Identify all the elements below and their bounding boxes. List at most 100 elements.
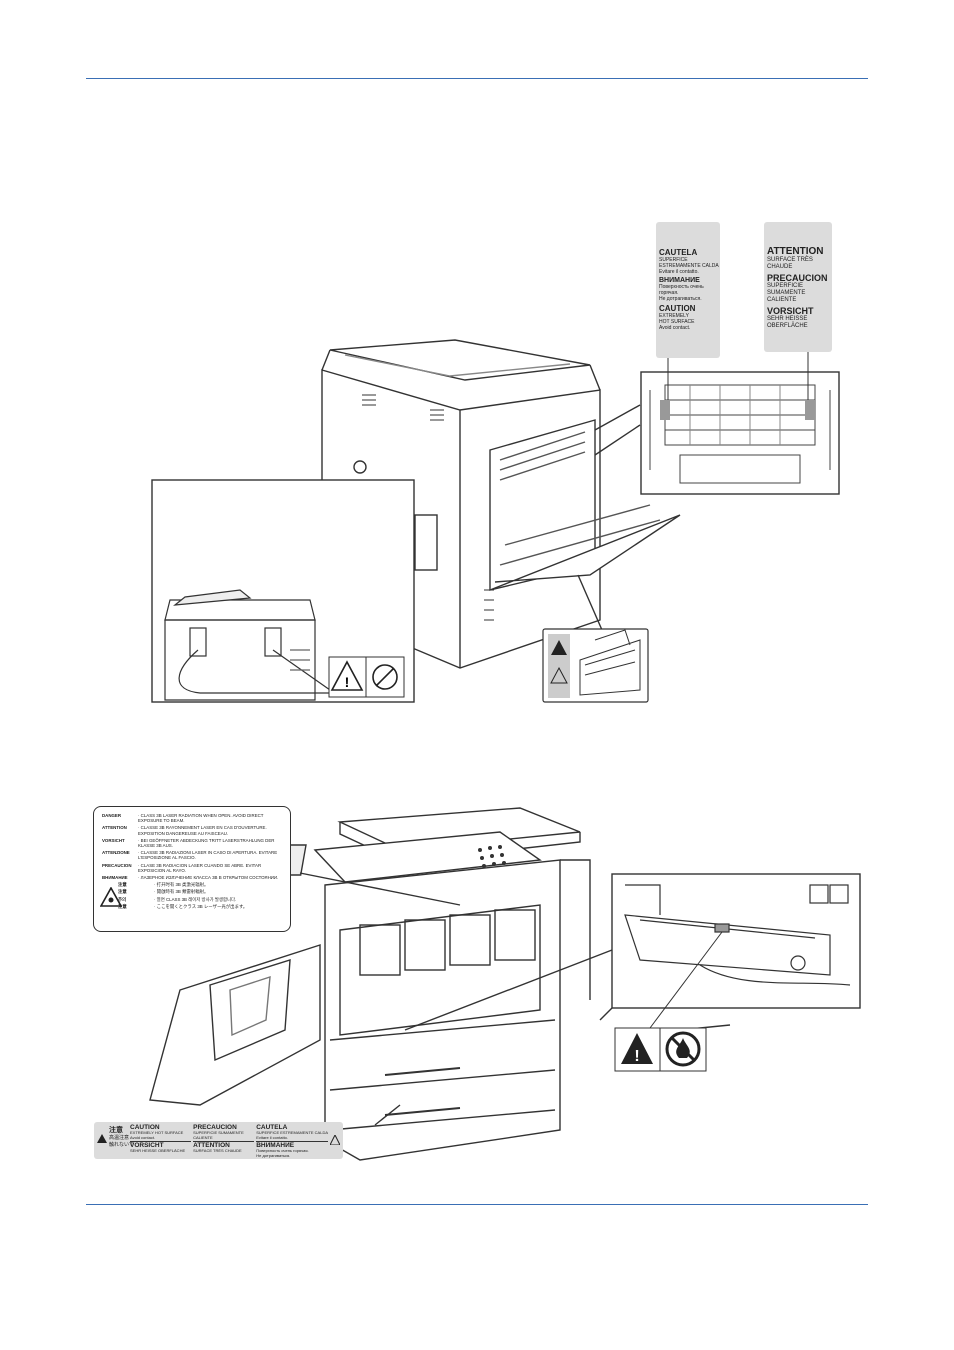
laser-label-row: ATTENTION · CLASSE 3B RAYONNEMENT LASER E… [102,825,284,835]
laser-label-row: DANGER · CLASS 3B LASER RADIATION WHEN OP… [102,813,284,823]
laser-row-key: ATTENZIONE [102,850,130,856]
label-section: PRECAUCION SUPERFICIE SUMAMENTE CALIENTE [767,273,832,304]
label-title: ВНИМАНИЕ [659,277,700,284]
laser-row-key: 注意 [118,889,127,895]
label-section: CAUTELA SUPERFICE ESTREMAMENTE CALDA Evi… [659,248,720,275]
laser-row-text: · BEI GEÖFFNETER ABDECKUNG TRITT LASERST… [138,837,275,849]
laser-row-text: · 열면 CLASS 3B 레이저 방사가 발생합니다. [154,896,237,902]
label-title: CAUTION [659,304,696,313]
laser-row-text: · CLASSE 3B RADIAZIONI LASER IN CASO DI … [138,850,278,861]
door-label-callout [542,628,649,703]
bottom-label-line: Evitare il contatto. [256,1135,289,1140]
bottom-label-title: ВНИМАНИЕ [256,1142,295,1150]
laser-row-text: · CLASS 3B LASER RADIATION WHEN OPEN. AV… [138,813,264,824]
laser-label-row: ATTENZIONE · CLASSE 3B RADIAZIONI LASER I… [102,850,284,860]
laser-row-text: · 開啟時有 3B 類雷射輻射。 [154,889,209,895]
laser-label-row: 注意 · 打开时有 3B 类激光辐射。 [102,882,284,887]
label-line: CALIENTE [767,297,797,303]
label-line: Не дотрагиваться. [659,296,702,302]
jp-title: 注意 [109,1127,123,1134]
bottom-label-line: CALIENTE [193,1135,213,1140]
laser-label-row: 주의 · 열면 CLASS 3B 레이저 방사가 발생합니다. [102,897,284,902]
warning-triangle-icon [97,1134,107,1143]
laser-row-key: ВНИМАНИЕ [102,875,128,881]
footer-rule [86,1204,868,1205]
label-line: CHAUDE [767,264,793,270]
bottom-label-line: Не дотрагиваться. [256,1153,291,1158]
laser-row-key: 주의 [118,896,127,902]
laser-row-text: · CLASE 3B RADIACION LASER CUANDO SE ABR… [138,862,262,873]
svg-text:!: ! [345,674,350,690]
label-line: EXTREMELY [659,313,689,319]
laser-label-row: PRECAUCION · CLASE 3B RADIACION LASER CUA… [102,863,284,873]
laser-row-text: · CLASSE 3B RAYONNEMENT LASER EN CAS D'O… [138,825,267,836]
side-ports-callout: ! [151,479,415,703]
label-section: VORSICHT SEHR HEISSE OBERFLÄCHE [767,306,832,330]
bottom-label-line: SUPERFICIE SUMAMENTE [193,1131,244,1135]
laser-row-text: · ここを開くとクラス 3B レーザー光が出ます。 [154,903,248,909]
label-title: VORSICHT [767,306,814,316]
warning-triangle-icon: ! [621,1033,653,1065]
laser-label-row: VORSICHT · BEI GEÖFFNETER ABDECKUNG TRITT… [102,838,284,848]
label-line: SEHR HEISSE [767,316,808,322]
bottom-label-line: SURFACE TRÈS CHAUDE [193,1149,242,1154]
bottom-label-line: SEHR HEISSE OBERFLÄCHE [130,1149,186,1154]
label-line: Evitare il contatto. [659,269,699,275]
laser-row-key: DANGER [102,813,122,818]
bottom-label-line: Avoid contact. [130,1135,156,1140]
laser-row-key: VORSICHT [102,837,125,843]
laser-warning-label: DANGER · CLASS 3B LASER RADIATION WHEN OP… [93,806,291,932]
label-section: ATTENTION SURFACE TRÈS CHAUDE [767,246,832,271]
bottom-label-line: Поверхность очень горячая. [256,1149,309,1154]
laser-label-row: 注意 · 開啟時有 3B 類雷射輻射。 [102,889,284,894]
laser-hazard-icon [100,887,122,907]
laser-label-row: ВНИМАНИЕ · ЛАЗЕРНОЕ ИЗЛУЧЕНИЕ КЛАССА 3B В… [102,875,284,880]
no-fire-icon [665,1031,701,1067]
jp-line: 高温注意 [109,1135,130,1141]
label-line: OBERFLÄCHE [767,323,808,329]
bottom-label-line: SUPERFICE ESTREMAMENTE CALDA [256,1131,329,1135]
label-section: ВНИМАНИЕ Поверхность очень горячая. Не д… [659,277,720,302]
bottom-label-title: CAUTION [130,1124,160,1131]
toner-area-callout [611,873,861,1029]
label-line: горячая. [659,290,679,296]
label-title: CAUTELA [659,248,698,257]
hot-surface-label-left: CAUTELA SUPERFICE ESTREMAMENTE CALDA Evi… [656,222,720,358]
label-line: Avoid contact. [659,325,691,331]
label-line: SUPERFICIE [767,283,804,289]
header-rule [86,78,868,79]
laser-row-key: ATTENTION [102,825,127,831]
laser-row-text: · 打开时有 3B 类激光辐射。 [154,882,209,888]
svg-text:!: ! [634,1048,639,1065]
laser-row-key: 注意 [118,903,127,909]
label-line: SUPERFICE [659,257,688,263]
jp-line: 触れないで [109,1142,134,1148]
bottom-label-line: EXTREMELY HOT SURFACE [130,1131,184,1135]
bottom-label-title: PRECAUCION [193,1124,237,1131]
label-line: SUMAMENTE [767,290,806,296]
label-line: SURFACE TRÈS [767,257,813,263]
label-title: ATTENTION [767,246,824,257]
label-section: CAUTION EXTREMELY HOT SURFACE Avoid cont… [659,304,720,331]
label-title: PRECAUCION [767,273,828,283]
laser-label-row: 注意 · ここを開くとクラス 3B レーザー光が出ます。 [102,904,284,909]
label-line: ESTREMAMENTE CALDA [659,263,719,269]
label-line: Поверхность очень [659,284,704,290]
laser-row-key: PRECAUCION [102,862,132,868]
bottom-label-title: ATTENTION [193,1142,230,1150]
laser-row-text: · ЛАЗЕРНОЕ ИЗЛУЧЕНИЕ КЛАССА 3B В ОТКРЫТО… [138,875,279,881]
bottom-label-title: VORSICHT [130,1142,164,1150]
hot-surface-icon [330,1135,340,1145]
hot-surface-label-right: ATTENTION SURFACE TRÈS CHAUDE PRECAUCION… [764,222,832,352]
laser-row-key: 注意 [118,882,127,888]
